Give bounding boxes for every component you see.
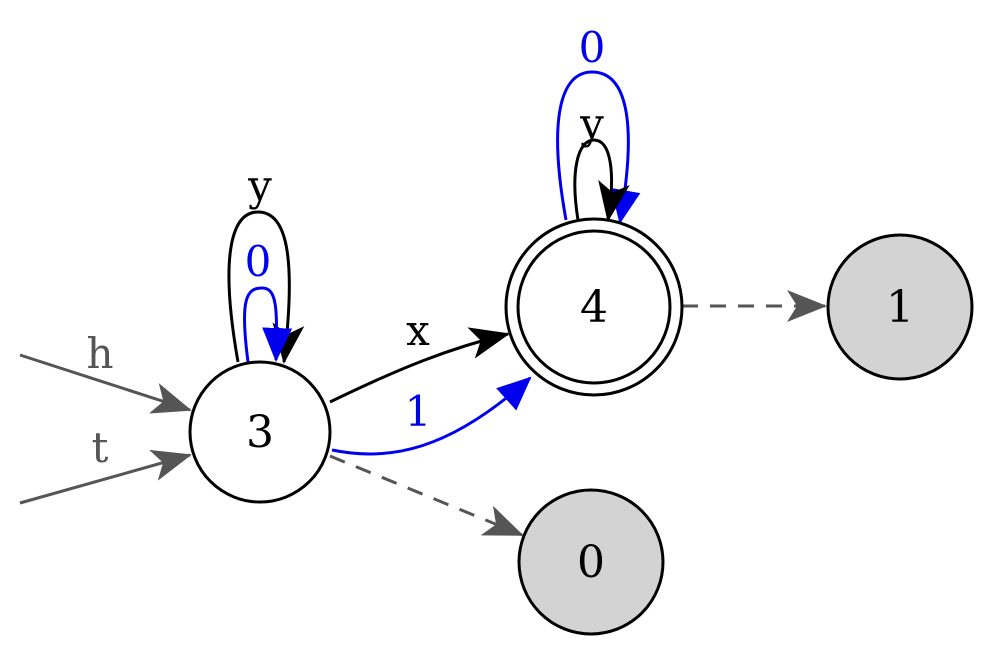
node-1: 1 [826, 233, 974, 381]
edge-3-to-4-x-line [329, 327, 510, 404]
node-0-label: 0 [577, 537, 605, 588]
node-3-label: 3 [246, 407, 274, 458]
node-1-circle [826, 233, 974, 381]
loop-3-zero-label: 0 [245, 237, 272, 286]
edge-3-to-4-one-label: 1 [405, 387, 432, 436]
loop-4-zero-line [556, 70, 641, 224]
loop-3-y-line [227, 210, 305, 364]
edge-t-into-3: t [19, 423, 192, 505]
node-4: 4 [504, 217, 684, 397]
edge-3-to-4-x-label: x [406, 306, 430, 355]
node-3: 3 [188, 360, 332, 504]
loop-3-zero-line [242, 286, 293, 363]
loop-4-y: y [573, 99, 630, 222]
loop-4-y-label: y [579, 99, 604, 148]
loop-4-zero-label: 0 [579, 23, 606, 72]
edge-t-label: t [92, 423, 109, 472]
loop-3-y: y [227, 161, 305, 364]
edge-h-label: h [86, 329, 113, 378]
edge-h-line [19, 353, 192, 414]
loop-4-zero: 0 [556, 23, 641, 224]
edge-3-to-4-x: x [329, 306, 510, 404]
node-4-label: 4 [580, 282, 608, 333]
edge-3-to-4-one: 1 [331, 376, 532, 456]
edge-3-to-0-line [329, 454, 524, 537]
loop-3-y-label: y [247, 161, 272, 210]
node-4-inner-circle [516, 229, 672, 385]
edge-t-line [19, 449, 192, 505]
edge-h-into-3: h [19, 329, 192, 414]
loop-3-zero: 0 [242, 237, 293, 363]
edge-3-to-0 [329, 454, 524, 537]
node-0: 0 [517, 488, 665, 636]
edge-3-to-4-one-line [331, 376, 532, 456]
loop-4-y-line [573, 138, 630, 222]
node-1-label: 1 [886, 282, 914, 333]
node-3-circle [188, 360, 332, 504]
node-0-circle [517, 488, 665, 636]
